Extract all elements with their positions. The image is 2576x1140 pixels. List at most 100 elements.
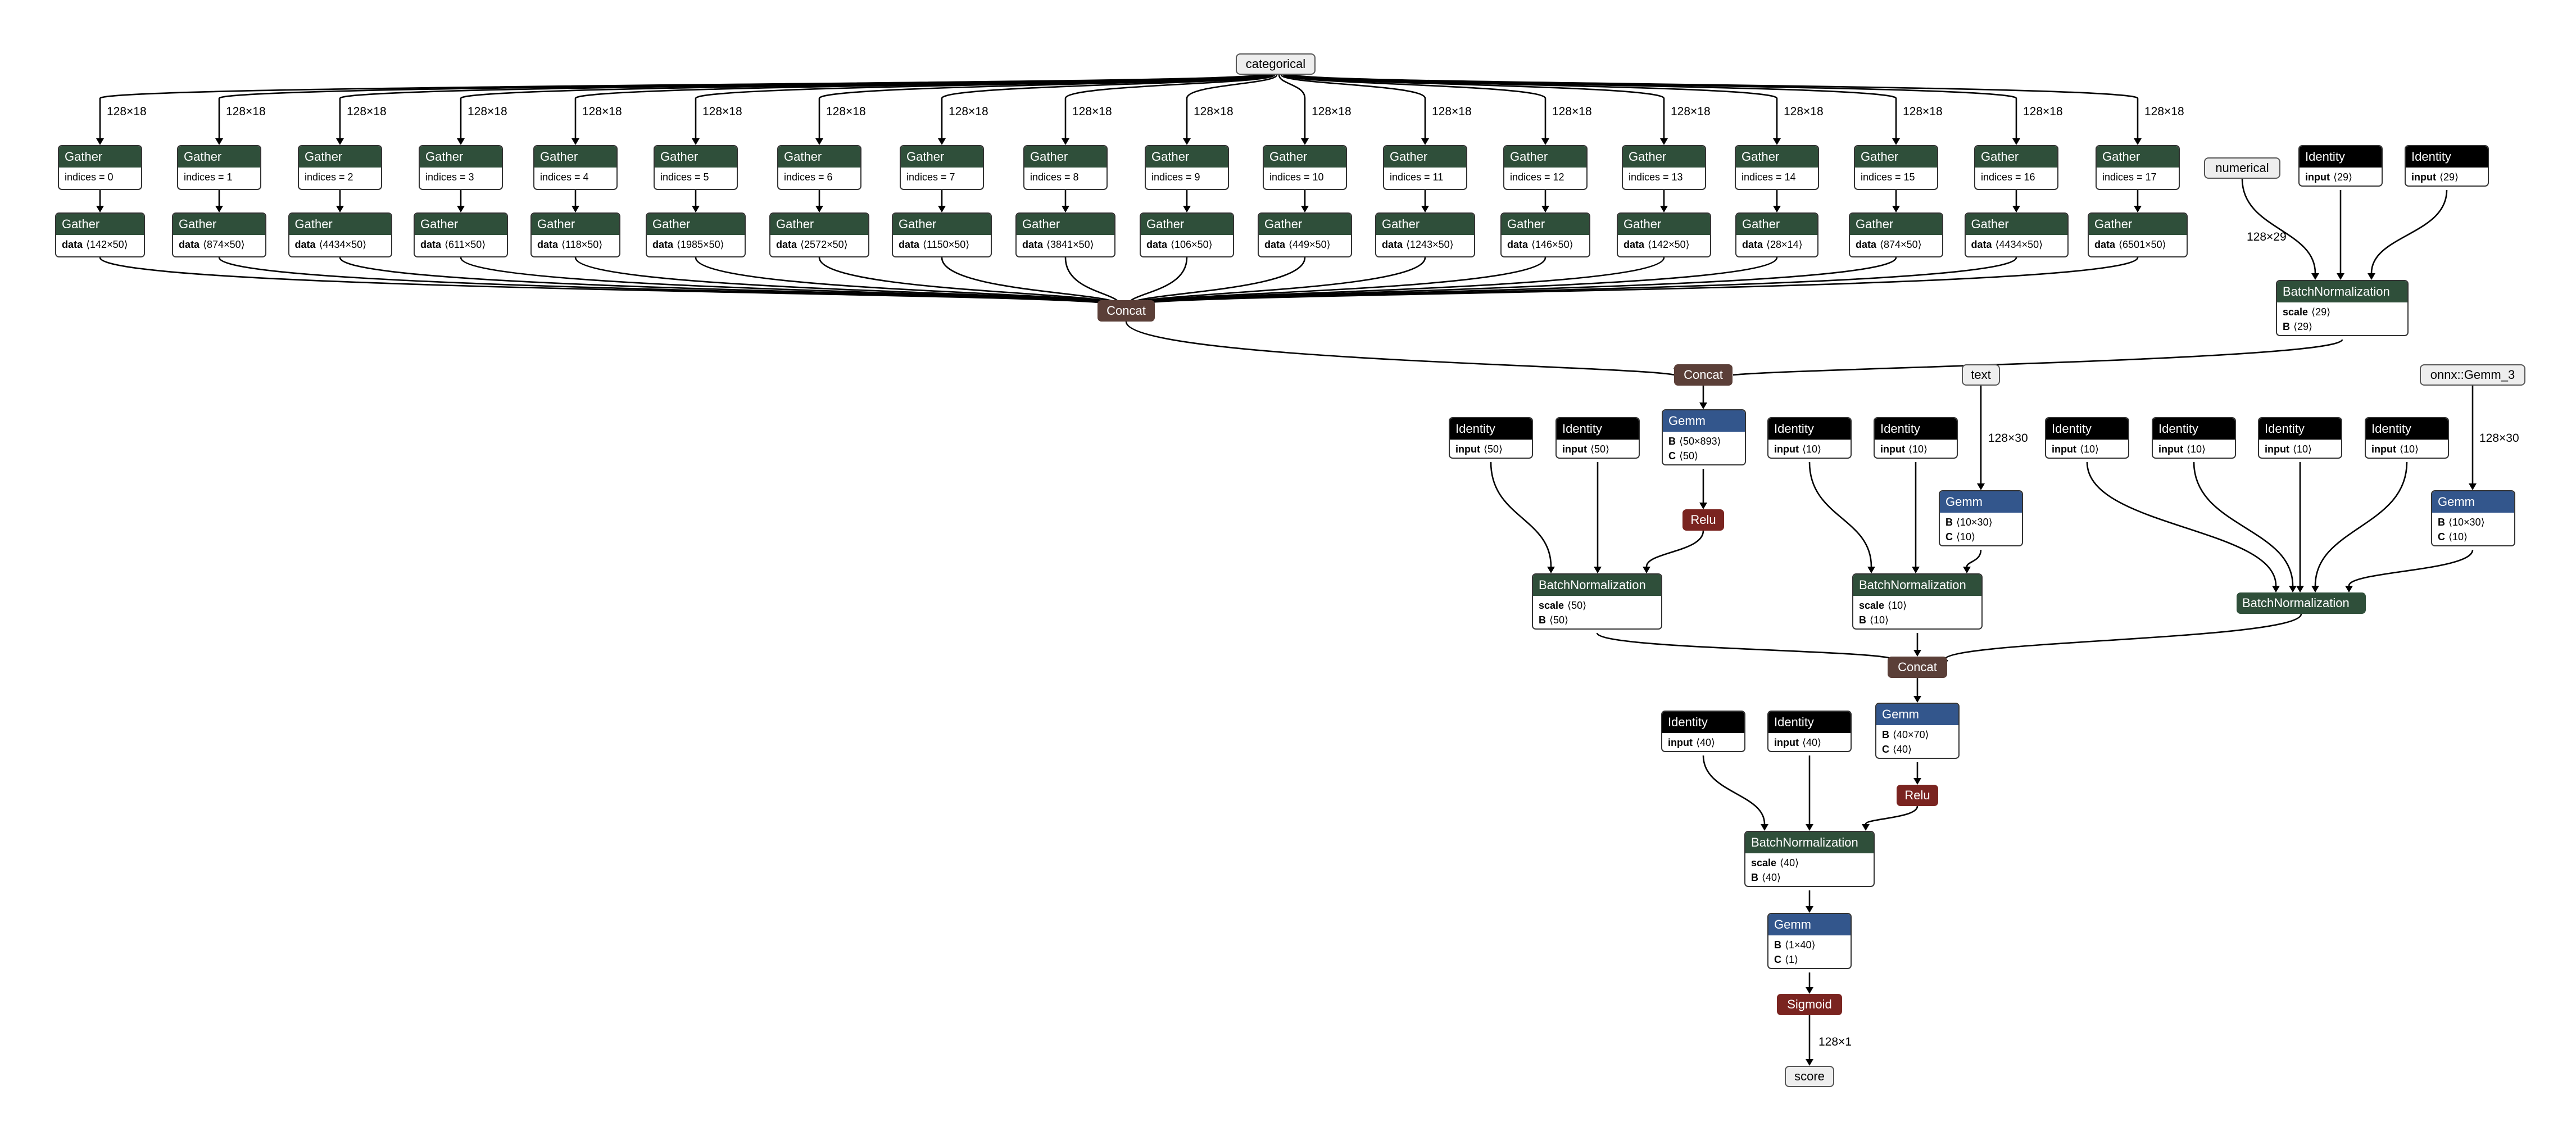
edge-label: 128×18 <box>1194 105 1233 118</box>
attribute-value: ⟨40⟩ <box>1780 857 1799 868</box>
io-score[interactable]: score <box>1785 1066 1834 1087</box>
attribute-name: data <box>2094 239 2116 250</box>
attribute-value: ⟨1243×50⟩ <box>1406 239 1454 250</box>
edge-categorical-to-gather-arrow <box>457 138 465 145</box>
node-relu_a[interactable]: Relu <box>1682 509 1724 531</box>
io-text[interactable]: text <box>1962 364 2000 386</box>
edge-label: 128×18 <box>1784 105 1824 118</box>
node-relu_d[interactable]: Relu <box>1897 785 1938 806</box>
node-bn_c[interactable]: BatchNormalization <box>2237 592 2366 614</box>
node-attribute-row: input⟨10⟩ <box>2265 442 2335 456</box>
node-op-label: Identity <box>2300 146 2382 168</box>
node-attributes: input⟨40⟩ <box>1662 733 1744 750</box>
edge-gather-to-gather-arrow <box>457 206 465 212</box>
attribute-value: ⟨10⟩ <box>2292 444 2312 455</box>
node-concat_mid[interactable]: Concat <box>1674 364 1733 386</box>
node-sigmoid[interactable]: Sigmoid <box>1777 994 1842 1015</box>
edge-label: 128×18 <box>347 105 387 118</box>
attribute-value: ⟨1⟩ <box>1785 954 1799 965</box>
node-concat_cat[interactable]: Concat <box>1097 300 1155 322</box>
attribute-name: scale <box>2283 306 2309 318</box>
node-op-label: Identity <box>1768 712 1851 733</box>
gather-data-attribute: data⟨4434×50⟩ <box>295 237 386 252</box>
io-numerical[interactable]: numerical <box>2204 157 2280 179</box>
node-op-label: Gather <box>1618 214 1710 235</box>
edge-label: 128×1 <box>1818 1035 1852 1048</box>
node-concat_low[interactable]: Concat <box>1888 657 1947 678</box>
edge-identity-to-batchnorm-arrow <box>2296 586 2304 592</box>
node-attributes: data⟨118×50⟩ <box>532 235 619 252</box>
node-attributes: input⟨10⟩ <box>2259 440 2341 456</box>
edge-identity-to-batchnorm-arrow <box>1547 567 1555 573</box>
node-attributes: indices = 5 <box>655 168 737 184</box>
node-attributes: input⟨10⟩ <box>1768 440 1851 456</box>
node-attribute-row: B⟨40⟩ <box>1751 870 1868 885</box>
node-attributes: data⟨106×50⟩ <box>1141 235 1233 252</box>
io-categorical[interactable]: categorical <box>1236 53 1316 75</box>
io-onnx[interactable]: onnx::Gemm_3 <box>2420 364 2525 386</box>
node-attributes: data⟨2572×50⟩ <box>770 235 868 252</box>
node-attribute-row: input⟨29⟩ <box>2305 170 2376 184</box>
edge-identity-to-batchnorm-arrow <box>2311 586 2319 592</box>
node-id_num1[interactable]: Identity input⟨29⟩ <box>2298 145 2383 187</box>
attribute-value: ⟨29⟩ <box>2439 171 2459 183</box>
edge-categorical-to-gather-arrow <box>1892 138 1900 145</box>
